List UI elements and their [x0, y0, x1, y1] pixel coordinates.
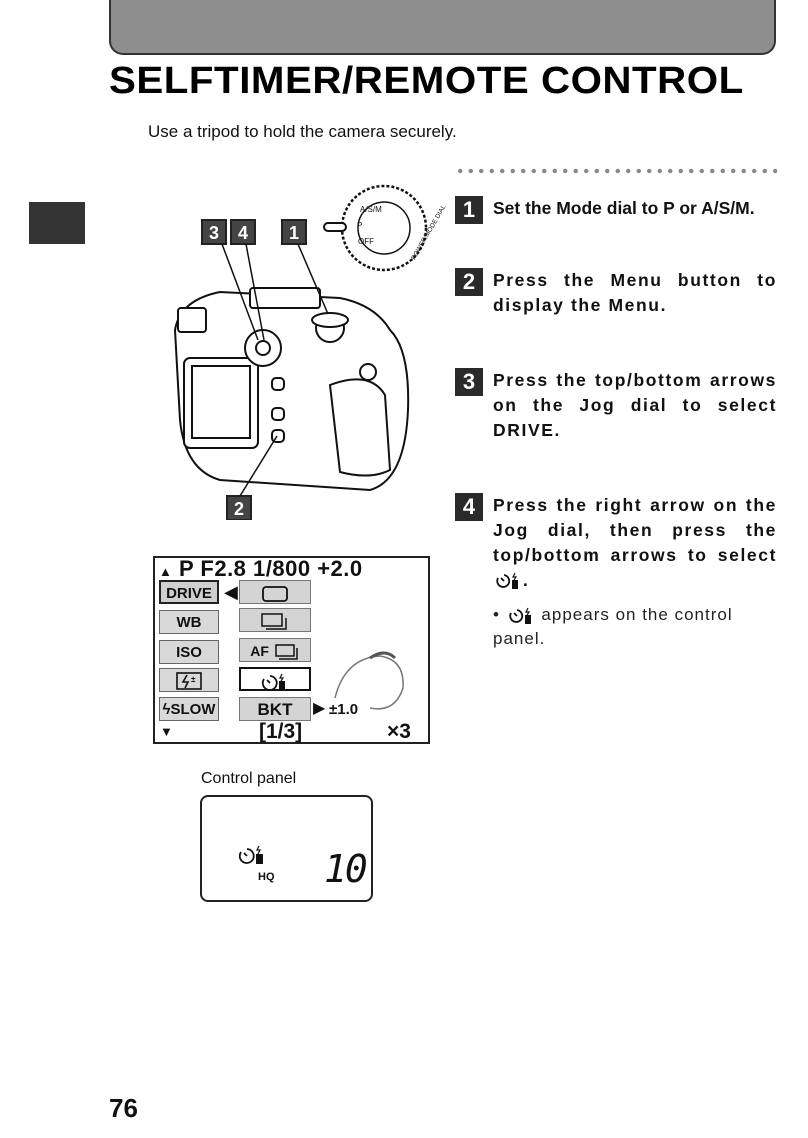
step-4: 4 Press the right arrow on the Jog dial,…	[455, 493, 777, 651]
selftimer-remote-icon	[496, 573, 518, 590]
lcd-status-line: P F2.8 1/800 +2.0	[179, 556, 363, 581]
step-2: 2 Press the Menu button to display the M…	[455, 268, 777, 318]
bkt-multiplier: ×3	[387, 720, 411, 743]
svg-text:4: 4	[238, 223, 248, 243]
svg-text:±: ±	[191, 675, 196, 684]
callout-2: 2	[226, 495, 252, 520]
step-number: 3	[455, 368, 483, 396]
callout-1: 1	[281, 219, 307, 245]
page-number: 76	[109, 1093, 138, 1123]
step-text: Set the Mode dial to P or A/S/M.	[493, 198, 755, 218]
drive-bracketing-option: BKT	[239, 697, 311, 721]
step-4-note: • appears on the control panel.	[493, 605, 733, 648]
selftimer-remote-icon	[238, 845, 263, 864]
quality-indicator: HQ	[258, 871, 275, 883]
step-number: 1	[455, 196, 483, 224]
control-panel-caption: Control panel	[201, 770, 297, 787]
selftimer-remote-icon	[509, 607, 531, 624]
svg-text:OFF: OFF	[358, 237, 374, 246]
intro-text: Use a tripod to hold the camera securely…	[148, 122, 457, 141]
step-number: 2	[455, 268, 483, 296]
down-arrow-icon: ▼	[160, 724, 173, 739]
sequential-icon	[274, 643, 298, 660]
menu-item-iso: ISO	[159, 640, 219, 664]
drive-sequential-option	[239, 608, 311, 632]
drive-selftimer-remote-option	[239, 667, 311, 691]
sequential-icon	[261, 612, 287, 630]
drive-af-sequential-option: AF	[239, 638, 311, 662]
step-number: 4	[455, 493, 483, 521]
callout-3-4: 3 4	[201, 219, 256, 245]
right-pointer-icon: ▶	[313, 700, 326, 717]
svg-text:3: 3	[209, 223, 219, 243]
control-panel-display: HQ 10	[200, 795, 373, 902]
frame-count: 10	[324, 847, 368, 891]
flash-icon: ϟ	[162, 701, 171, 718]
step-1: 1 Set the Mode dial to P or A/S/M.	[455, 196, 777, 224]
menu-item-flash-compensation: ±	[159, 668, 219, 692]
bkt-value: ±1.0	[329, 701, 359, 718]
svg-text:2: 2	[234, 499, 244, 519]
page-title: SELFTIMER/REMOTE CONTROL	[109, 60, 744, 102]
background-subject-sketch	[334, 651, 404, 710]
step-text: Press the right arrow on the Jog dial, t…	[493, 495, 777, 590]
leader-lines	[221, 243, 329, 497]
menu-item-wb: WB	[159, 610, 219, 634]
selftimer-remote-icon	[261, 673, 285, 691]
flash-compensation-icon: ±	[176, 672, 202, 690]
svg-text:P: P	[357, 221, 362, 230]
menu-page-indicator: [1/3]	[259, 720, 303, 743]
menu-item-slow-sync: ϟSLOW	[159, 697, 219, 721]
left-pointer-icon: ◀	[224, 582, 238, 602]
section-tab	[29, 202, 85, 244]
step-3: 3 Press the top/bottom arrows on the Jog…	[455, 368, 777, 443]
lcd-menu-screen: ▲ P F2.8 1/800 +2.0 DRIVE WB ISO ± ϟSLOW…	[153, 556, 430, 744]
drive-single-option	[239, 580, 311, 604]
step-text: Press the top/bottom arrows on the Jog d…	[493, 370, 777, 440]
header-bar	[109, 0, 776, 55]
svg-text:1: 1	[289, 223, 299, 243]
step-text: Press the Menu button to display the Men…	[493, 270, 777, 315]
camera-illustration: 3 4 1 2 A/S/M P OFF POWER/MODE DIAL	[173, 184, 448, 520]
menu-item-drive: DRIVE	[159, 580, 219, 604]
up-arrow-icon: ▲	[159, 564, 173, 579]
single-frame-icon	[262, 585, 288, 602]
dotted-divider	[455, 167, 777, 175]
mode-dial-detail: A/S/M P OFF POWER/MODE DIAL	[323, 184, 448, 272]
svg-text:A/S/M: A/S/M	[360, 205, 382, 214]
camera-body	[173, 287, 410, 492]
